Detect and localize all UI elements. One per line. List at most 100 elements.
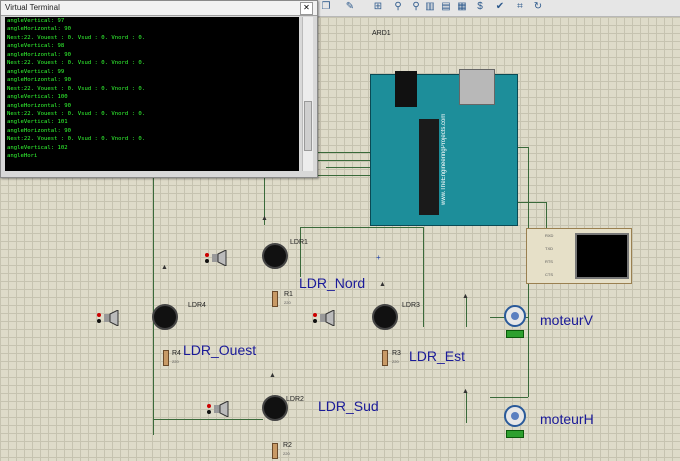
wire xyxy=(153,175,154,435)
vterm-pin-rxd: RXD xyxy=(545,233,554,238)
wire xyxy=(153,419,263,420)
ldr-est[interactable] xyxy=(372,304,398,330)
toolbar-sheet-icon[interactable]: ▦ xyxy=(457,1,467,12)
r3-ref: R3 xyxy=(392,350,401,357)
wire xyxy=(516,147,528,148)
wire xyxy=(516,202,546,203)
wire xyxy=(466,393,467,423)
r1-value: 220 xyxy=(284,300,291,305)
ldr-est-label: LDR_Est xyxy=(409,348,466,364)
arduino-website-text: www.TheEngineeringProjects.com xyxy=(441,113,447,205)
lamp-icon[interactable] xyxy=(312,309,336,327)
vterm-pin-cts: CTS xyxy=(545,272,553,277)
ldr1-ref: LDR1 xyxy=(290,239,308,246)
wire xyxy=(316,160,372,161)
terminal-line: angleVertical: 102 xyxy=(7,144,68,151)
vterm-pin-rts: RTS xyxy=(545,259,553,264)
wire xyxy=(546,202,547,230)
terminal-line: angleVertical: 100 xyxy=(7,94,68,101)
arduino-ref: ARD1 xyxy=(372,30,391,37)
microcontroller-chip xyxy=(419,119,439,215)
toolbar-copy-icon[interactable]: ❐ xyxy=(321,1,331,12)
r1-ref: R1 xyxy=(284,291,293,298)
terminal-line: Nest:22. Vouest : 0. Vsud : 0. Vnord : 0… xyxy=(7,60,146,67)
vterm-pin-txd: TXD xyxy=(545,246,553,251)
terminal-line: angleHorizontal: 90 xyxy=(7,77,71,84)
resistor-r3[interactable] xyxy=(382,350,388,366)
terminal-line: angleHorizontal: 90 xyxy=(7,26,71,33)
r4-ref: R4 xyxy=(172,350,181,357)
toolbar-bom-icon[interactable]: $ xyxy=(477,1,483,12)
motor-v-label: moteurV xyxy=(540,312,593,328)
toolbar-layer-icon[interactable]: ▤ xyxy=(441,1,451,12)
arrow-up-icon: ▲ xyxy=(161,264,168,271)
lamp-icon[interactable] xyxy=(204,249,228,267)
r2-ref: R2 xyxy=(283,442,292,449)
r3-value: 220 xyxy=(392,359,399,364)
ldr-ouest-label: LDR_Ouest xyxy=(183,342,257,358)
ldr-nord-label: LDR_Nord xyxy=(299,275,366,291)
motor-h-label: moteurH xyxy=(540,411,594,427)
terminal-line: angleHorizontal: 90 xyxy=(7,127,71,134)
wire xyxy=(300,227,301,277)
wire xyxy=(423,227,424,327)
terminal-line: angleVertical: 99 xyxy=(7,68,65,75)
usb-port xyxy=(459,69,495,105)
terminal-line: angleHorizontal: 90 xyxy=(7,51,71,58)
wire xyxy=(300,227,424,228)
motor-h[interactable] xyxy=(504,405,526,427)
terminal-line: Nest:22. Vouest : 0. Vsud : 0. Vnord : 0… xyxy=(7,85,146,92)
toolbar-board-icon[interactable]: ▥ xyxy=(425,1,435,12)
virtual-terminal-device[interactable]: RXD TXD RTS CTS xyxy=(526,228,632,284)
lamp-icon[interactable] xyxy=(96,309,120,327)
arrow-up-icon: ▲ xyxy=(261,215,268,222)
toolbar-zoom-icon[interactable]: ⚲ xyxy=(394,1,402,12)
schematic-canvas[interactable]: ARD1 www.TheEngineeringProjects.com RXD … xyxy=(0,17,680,461)
toolbar-bind-icon[interactable]: ⚲ xyxy=(412,1,420,12)
arrow-up-icon: ▲ xyxy=(379,281,386,288)
virtual-terminal-window[interactable]: Virtual Terminal ✕ angleVertical: 97 angl… xyxy=(0,0,318,178)
crosshair-icon: + xyxy=(376,253,381,262)
arduino-board[interactable]: www.TheEngineeringProjects.com xyxy=(370,69,518,226)
toolbar-component-icon[interactable]: ⊞ xyxy=(373,1,383,12)
r4-value: 220 xyxy=(172,359,179,364)
motor-v[interactable] xyxy=(504,305,526,327)
vterm-screen xyxy=(575,233,629,279)
ldr-nord[interactable] xyxy=(262,243,288,269)
lamp-icon[interactable] xyxy=(206,400,230,418)
wire xyxy=(326,167,370,168)
ldr4-ref: LDR4 xyxy=(188,302,206,309)
ldr-sud-label: LDR_Sud xyxy=(318,398,379,414)
scrollbar-thumb[interactable] xyxy=(304,101,312,151)
terminal-line: Nest:22. Vouest : 0. Vsud : 0. Vnord : 0… xyxy=(7,110,146,117)
motor-v-gauge xyxy=(506,330,524,338)
close-icon[interactable]: ✕ xyxy=(300,2,313,15)
toolbar-check-icon[interactable]: ✔ xyxy=(495,1,505,12)
wire xyxy=(316,152,372,153)
terminal-line: Nest:22. Vouest : 0. Vsud : 0. Vnord : 0… xyxy=(7,34,146,41)
toolbar-netlist-icon[interactable]: ⌗ xyxy=(517,1,523,12)
terminal-title: Virtual Terminal xyxy=(1,1,317,16)
r2-value: 220 xyxy=(283,451,290,456)
terminal-line: Nest:22. Vouest : 0. Vsud : 0. Vnord : 0… xyxy=(7,136,146,143)
ldr-ouest[interactable] xyxy=(152,304,178,330)
resistor-r4[interactable] xyxy=(163,350,169,366)
terminal-line: angleVertical: 98 xyxy=(7,43,65,50)
arrow-up-icon: ▲ xyxy=(462,293,469,300)
wire xyxy=(490,397,528,398)
terminal-line: angleVertical: 97 xyxy=(7,18,65,24)
terminal-line: angleHori xyxy=(7,153,38,160)
terminal-scrollbar[interactable] xyxy=(302,17,313,171)
ldr-sud[interactable] xyxy=(262,395,288,421)
wire xyxy=(466,297,467,327)
power-jack xyxy=(395,71,417,107)
terminal-line: angleVertical: 101 xyxy=(7,119,68,126)
toolbar-anim-icon[interactable]: ↻ xyxy=(533,1,543,12)
toolbar-pick-icon[interactable]: ✎ xyxy=(345,1,355,12)
terminal-line: angleHorizontal: 90 xyxy=(7,102,71,109)
wire xyxy=(264,175,265,225)
ldr2-ref: LDR2 xyxy=(286,396,304,403)
resistor-r2[interactable] xyxy=(272,443,278,459)
resistor-r1[interactable] xyxy=(272,291,278,307)
